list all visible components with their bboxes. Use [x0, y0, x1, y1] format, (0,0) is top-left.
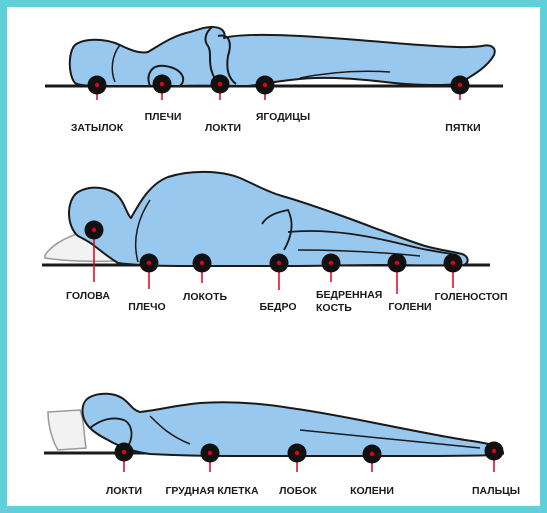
- pillow-prone: [48, 410, 86, 450]
- dot-lobok: [288, 444, 307, 473]
- dot-grudnaya-kletka: [201, 444, 220, 473]
- label-koleni: КОЛЕНИ: [350, 485, 394, 497]
- label-plecho: ПЛЕЧО: [128, 301, 165, 313]
- dot-paltsy: [485, 442, 504, 473]
- label-yagoditsy: ЯГОДИЦЫ: [256, 111, 310, 123]
- label-lokti-2: ЛОКТИ: [106, 485, 142, 497]
- label-bedrennaya: БЕДРЕННАЯ: [316, 289, 382, 301]
- label-golenostop: ГОЛЕНОСТОП: [434, 291, 507, 303]
- label-bedro: БЕДРО: [259, 301, 296, 313]
- label-golova: ГОЛОВА: [66, 290, 110, 302]
- body-side: [69, 172, 468, 266]
- dot-yagoditsy: [256, 76, 275, 101]
- label-lobok: ЛОБОК: [279, 485, 317, 497]
- label-paltsy: ПАЛЬЦЫ: [472, 485, 520, 497]
- dot-lokti-1: [211, 75, 230, 101]
- dot-bedro: [270, 254, 289, 291]
- scene-side: ГОЛОВА ПЛЕЧО ЛОКОТЬ БЕДРО БЕДРЕННАЯ КОСТ…: [42, 172, 508, 314]
- label-grudnaya-kletka: ГРУДНАЯ КЛЕТКА: [165, 485, 259, 497]
- dot-bedrennaya-kost: [322, 254, 341, 283]
- label-pyatki: ПЯТКИ: [445, 122, 480, 134]
- dot-koleni: [363, 445, 382, 473]
- label-kost: КОСТЬ: [316, 302, 352, 314]
- label-lokti-1: ЛОКТИ: [205, 122, 241, 134]
- scene-prone: ЛОКТИ ГРУДНАЯ КЛЕТКА ЛОБОК КОЛЕНИ ПАЛЬЦЫ: [44, 394, 520, 497]
- label-lokot: ЛОКОТЬ: [183, 291, 228, 303]
- dot-plecho: [140, 254, 159, 290]
- dot-zatylok: [88, 76, 107, 101]
- dot-pyatki: [451, 76, 470, 101]
- dot-goleni: [388, 254, 407, 295]
- label-goleni: ГОЛЕНИ: [388, 301, 431, 313]
- dot-golenostop: [444, 254, 463, 289]
- dot-lokot: [193, 254, 212, 284]
- label-zatylok: ЗАТЫЛОК: [71, 122, 124, 134]
- dot-lokti-2: [115, 443, 134, 473]
- scene-supine: ЗАТЫЛОК ПЛЕЧИ ЛОКТИ ЯГОДИЦЫ ПЯТКИ: [45, 27, 503, 134]
- label-plechi: ПЛЕЧИ: [145, 111, 182, 123]
- dot-plechi: [153, 75, 172, 101]
- body-supine: [70, 27, 495, 86]
